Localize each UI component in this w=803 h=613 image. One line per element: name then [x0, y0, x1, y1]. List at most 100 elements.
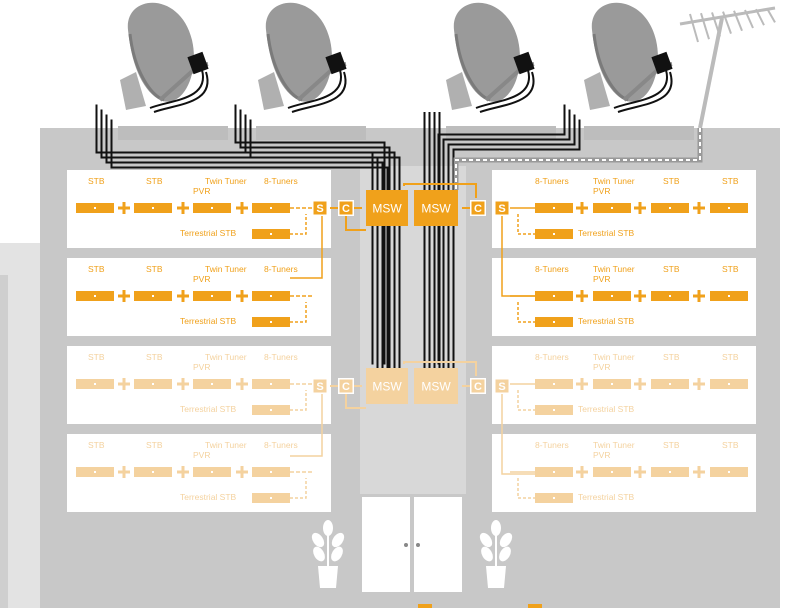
splitter-right: [495, 201, 509, 215]
device-label: Twin Tuner: [593, 264, 635, 274]
plus-sign-v: [122, 290, 126, 302]
combiner-right: [471, 201, 485, 215]
plant-icon: [479, 520, 513, 588]
device-led: [553, 207, 555, 209]
msw-right: [414, 368, 458, 404]
device-label: Twin Tuner: [205, 352, 247, 362]
device-led: [94, 383, 96, 385]
device-label: STB: [146, 264, 163, 274]
plus-sign-v: [580, 290, 584, 302]
device-led: [270, 471, 272, 473]
device-led: [152, 471, 154, 473]
device-led: [553, 497, 555, 499]
plus-sign-v: [638, 378, 642, 390]
device-led: [270, 295, 272, 297]
device-label: STB: [146, 176, 163, 186]
device-led: [211, 383, 213, 385]
device-label: Twin Tuner: [593, 440, 635, 450]
plus-sign-v: [181, 466, 185, 478]
terrestrial-stb-label: Terrestrial STB: [180, 316, 237, 326]
device-led: [94, 471, 96, 473]
ground-orange-mark-2: [528, 604, 542, 608]
plus-sign-v: [580, 378, 584, 390]
combiner-right-label: C: [474, 381, 482, 393]
device-led: [211, 207, 213, 209]
device-label: STB: [663, 176, 680, 186]
combiner-right: [471, 379, 485, 393]
plus-sign-v: [181, 202, 185, 214]
splitter-left: [313, 379, 327, 393]
plus-sign-v: [638, 202, 642, 214]
dashed-link: [517, 214, 535, 235]
dish-cable-left-inner: [234, 104, 401, 380]
link-line: [501, 394, 535, 475]
left-neighbor-edge: [0, 275, 8, 608]
device-led: [152, 295, 154, 297]
dashed-link: [290, 302, 307, 323]
device-label: 8-Tuners: [264, 352, 298, 362]
device-label: STB: [146, 440, 163, 450]
device-label: Twin Tuner: [593, 176, 635, 186]
device-led: [611, 207, 613, 209]
device-led: [553, 383, 555, 385]
msw-left: [366, 190, 408, 226]
plus-sign-v: [240, 202, 244, 214]
combiner-left-label: C: [342, 203, 350, 215]
device-led: [669, 471, 671, 473]
splitter-right: [495, 379, 509, 393]
device-label: STB: [722, 264, 739, 274]
dashed-link: [290, 390, 307, 411]
device-led: [611, 471, 613, 473]
device-led: [270, 409, 272, 411]
combiner-left: [339, 201, 353, 215]
plus-sign-v: [122, 202, 126, 214]
device-led: [553, 409, 555, 411]
terrestrial-feed-cable: [453, 128, 703, 190]
plus-sign-v: [240, 466, 244, 478]
terrestrial-stb-label: Terrestrial STB: [180, 492, 237, 502]
plant-icon: [311, 520, 345, 588]
device-led: [611, 295, 613, 297]
device-led: [270, 383, 272, 385]
device-label-pvr: PVR: [193, 186, 210, 196]
dashed-link: [290, 478, 307, 499]
device-led: [152, 383, 154, 385]
satellite-dish-icon: [120, 2, 209, 113]
plus-sign-v: [697, 466, 701, 478]
dish-cable-left-outer: [95, 104, 389, 380]
plus-sign-v: [240, 290, 244, 302]
device-label-pvr: PVR: [193, 450, 210, 460]
device-label: STB: [88, 440, 105, 450]
dish-mount-1: [118, 126, 228, 140]
device-led: [728, 383, 730, 385]
device-label-pvr: PVR: [193, 274, 210, 284]
device-led: [669, 295, 671, 297]
dashed-link: [290, 214, 307, 235]
device-label: STB: [722, 176, 739, 186]
splitter-left-label: S: [316, 203, 323, 215]
device-label-pvr: PVR: [193, 362, 210, 372]
satellite-dish-icon: [258, 2, 347, 113]
link-line: [345, 216, 366, 231]
plus-sign-v: [122, 466, 126, 478]
splitter-left-label: S: [316, 381, 323, 393]
plus-sign-v: [697, 290, 701, 302]
terrestrial-stb-label: Terrestrial STB: [578, 492, 635, 502]
device-label: 8-Tuners: [264, 264, 298, 274]
plus-sign-v: [240, 378, 244, 390]
device-label: Twin Tuner: [205, 176, 247, 186]
device-label: 8-Tuners: [264, 176, 298, 186]
device-led: [152, 207, 154, 209]
device-label: STB: [663, 264, 680, 274]
